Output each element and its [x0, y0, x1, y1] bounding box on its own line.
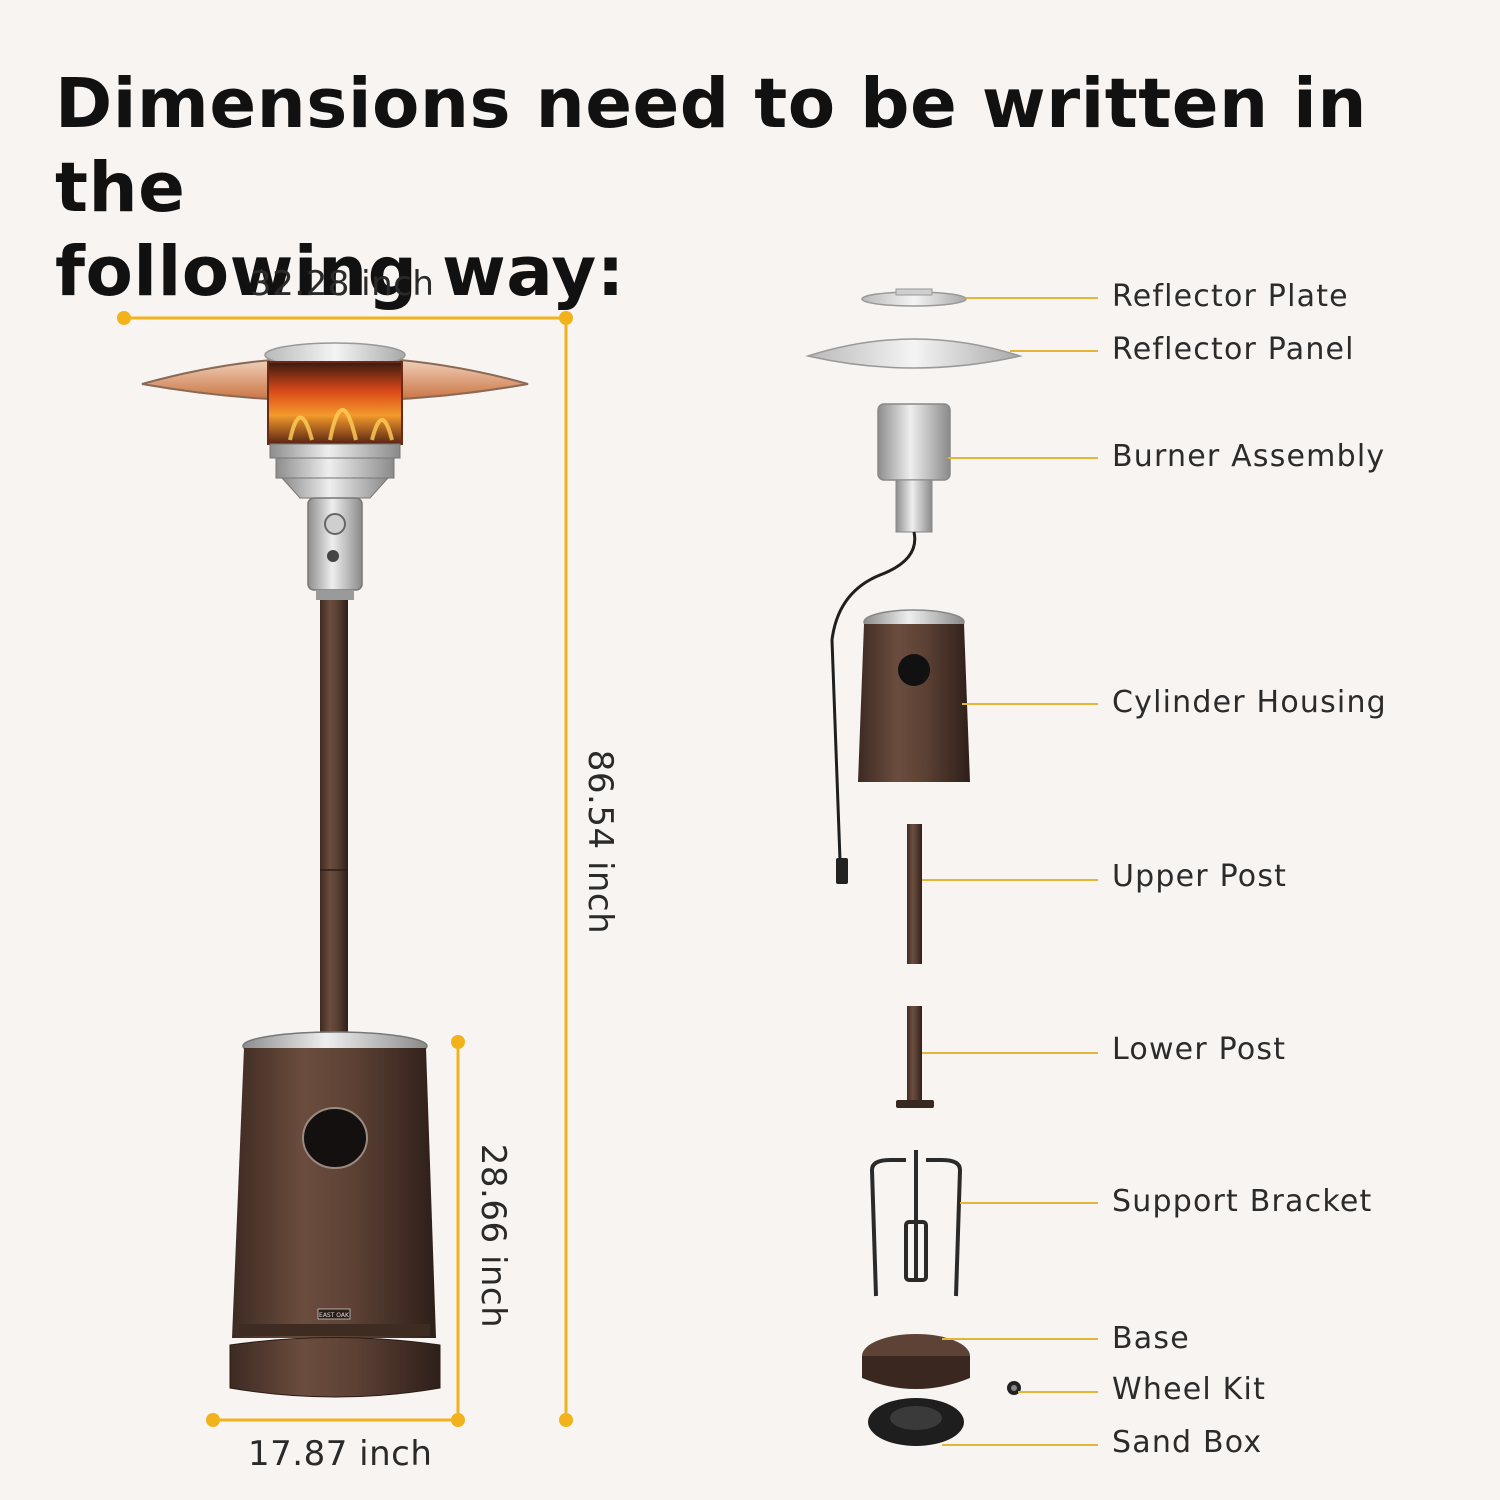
- heater-base: [229, 1337, 441, 1398]
- part-label-burner-assembly: Burner Assembly: [1112, 439, 1386, 474]
- top-width-label: 32.28 inch: [250, 264, 435, 304]
- support-bracket-illustration: [869, 1150, 963, 1297]
- valve-housing: [307, 497, 363, 591]
- leader-sand-box: [942, 1444, 1098, 1446]
- dimension-lines: [117, 311, 573, 1427]
- brand-badge: [317, 1308, 351, 1320]
- total-height-label: 86.54 inch: [580, 749, 620, 935]
- reflector-panel-illustration: [805, 338, 1023, 369]
- exploded-parts: [805, 288, 1023, 1446]
- leader-lower-post: [922, 1052, 1098, 1054]
- igniter-button: [327, 550, 339, 562]
- part-label-upper-post: Upper Post: [1112, 859, 1288, 894]
- heater-pole: [320, 600, 348, 1042]
- leader-upper-post: [922, 879, 1098, 881]
- burner-mesh-illustration: [877, 403, 951, 481]
- leader-cylinder-housing: [962, 703, 1098, 705]
- part-label-support-bracket: Support Bracket: [1112, 1184, 1373, 1219]
- base-height-label: 28.66 inch: [473, 1143, 513, 1329]
- part-label-lower-post: Lower Post: [1112, 1032, 1287, 1067]
- base-width-dot-left: [206, 1413, 220, 1427]
- part-label-reflector-plate: Reflector Plate: [1112, 279, 1349, 314]
- base-height-dot-top: [451, 1035, 465, 1049]
- part-label-base: Base: [1112, 1321, 1190, 1356]
- leader-reflector-plate: [966, 297, 1098, 299]
- gas-hose: [830, 531, 917, 861]
- upper-post-illustration: [907, 824, 922, 964]
- leader-support-bracket: [960, 1202, 1098, 1204]
- title-line-2: following way:: [55, 232, 625, 312]
- leader-reflector-panel: [1010, 350, 1098, 352]
- flame-cylinder: [267, 361, 403, 445]
- leader-burner-assembly: [948, 457, 1098, 459]
- part-label-cylinder-housing: Cylinder Housing: [1112, 685, 1387, 720]
- housing-body: [232, 1048, 436, 1338]
- burner-ring-2: [275, 457, 395, 479]
- assembled-heater: EAST OAK: [141, 342, 529, 1398]
- tank-window: [302, 1107, 368, 1169]
- burner-cone: [280, 477, 390, 499]
- leader-wheel-kit: [1018, 1391, 1098, 1393]
- part-label-wheel-kit: Wheel Kit: [1112, 1372, 1267, 1407]
- lower-post-illustration: [907, 1006, 922, 1104]
- part-label-sand-box: Sand Box: [1112, 1425, 1263, 1460]
- leader-base: [942, 1338, 1098, 1340]
- brand-badge-text: EAST OAK: [319, 1312, 350, 1319]
- base-width-label: 17.87 inch: [248, 1434, 433, 1474]
- control-knob: [324, 513, 346, 535]
- title-line-1: Dimensions need to be written in the: [55, 64, 1367, 228]
- part-label-reflector-panel: Reflector Panel: [1112, 332, 1355, 367]
- vent-holes: [238, 1324, 430, 1336]
- top-width-dot-left: [117, 311, 131, 325]
- total-height-dot-bottom: [559, 1413, 573, 1427]
- burner-ring-1: [269, 443, 401, 459]
- page-title: Dimensions need to be written in the fol…: [55, 62, 1455, 314]
- cylinder-housing-illustration: [858, 624, 970, 782]
